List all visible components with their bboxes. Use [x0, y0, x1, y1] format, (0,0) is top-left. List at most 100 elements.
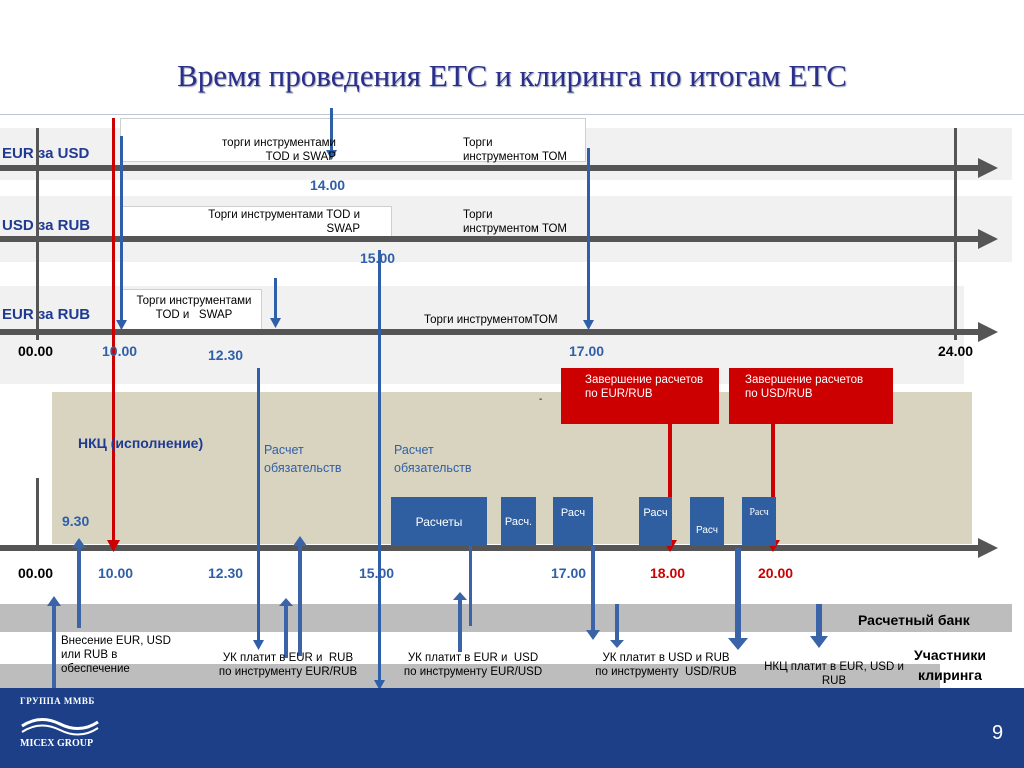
arrow-1930-down-line [735, 548, 741, 640]
eur-rub-trading-box [120, 289, 262, 333]
finish-eur-rub-box: Завершение расчетов по EUR/RUB [561, 368, 719, 424]
top-time-1700: 17.00 [569, 343, 605, 359]
arrow-17-down-head [586, 630, 600, 640]
page-title: Время проведения ЕТС и клиринга по итога… [177, 58, 847, 93]
uk-usd-rub-note: УК платит в USD и RUB по инструменту USD… [595, 652, 737, 678]
blue-17-head [583, 320, 594, 330]
arrow-1930-down-head [728, 638, 748, 650]
label-usd-rub: USD за RUB [2, 217, 91, 234]
uk-eur-usd-note: УК платит в EUR и USD по инструменту EUR… [403, 652, 543, 678]
nkc-label: НКЦ (исполнение) [78, 435, 204, 451]
settlement-box-6: Расч [742, 497, 776, 546]
logo-text-ru: ГРУППА ММВБ [20, 696, 95, 706]
blue-1230-line [274, 278, 277, 322]
eur-usd-tom: Торги инструментом ТОМ [463, 137, 567, 163]
line-24-top [954, 128, 957, 340]
bank-row [0, 604, 1012, 632]
arrow-up-eur-rub-head [279, 598, 293, 606]
arrow-up-1300-line [298, 546, 302, 656]
eur-rub-tom: Торги инструментомТОМ [424, 314, 558, 326]
axis-nkc [0, 545, 980, 551]
blue-15-head [374, 680, 385, 690]
axis-eur-rub-head [978, 322, 998, 342]
settlement-box-5: Расч [690, 497, 724, 546]
line-00-top [36, 128, 39, 340]
arrow-usd-rub-down-head [610, 640, 624, 648]
red-arrow-20-line [771, 422, 775, 544]
page-number: 9 [992, 722, 1004, 744]
blue-1230-head [270, 318, 281, 328]
nkc-pays-note: НКЦ платит в EUR, USD и RUB [764, 661, 904, 687]
axis-eur-usd-head [978, 158, 998, 178]
arrow-up-eur-usd-line [458, 598, 462, 652]
axis-eur-rub [0, 329, 980, 335]
bottom-time-1700: 17.00 [551, 565, 587, 581]
axis-usd-rub [0, 236, 980, 242]
bottom-time-0000: 00.00 [18, 565, 54, 581]
title-rule [0, 114, 1024, 115]
footer-bar [0, 688, 1024, 768]
arrow-up-1300-head [293, 536, 307, 546]
settlement-box-2: Расч. [501, 497, 536, 546]
eur-usd-tod-swap: торги инструментами TOD и SWAP [222, 137, 336, 163]
blue-14-line [330, 108, 333, 154]
timeline-arrows [0, 158, 998, 558]
settlement-box-3: Расч [553, 497, 593, 546]
label-eur-rub: EUR за RUB [2, 306, 91, 323]
label-eur-usd: EUR за USD [2, 145, 90, 162]
deposit-note: Внесение EUR, USD или RUB в обеспечение [61, 635, 171, 675]
bottom-time-1230: 12.30 [208, 565, 244, 581]
bottom-time-1000: 10.00 [98, 565, 134, 581]
settlement-box-4: Расч [639, 497, 672, 546]
top-time-0000: 00.00 [18, 343, 54, 359]
arrow-up-eur-usd-head [453, 592, 467, 600]
dash-mark: - [539, 394, 543, 405]
arrow-usd-rub-down-line [615, 604, 619, 640]
usd-rub-tod-swap: Торги инструментами TOD и SWAP [208, 209, 360, 235]
top-time-1230: 12.30 [208, 347, 244, 363]
calc-obligations-2: Расчет обязательств [394, 443, 472, 475]
time-930: 9.30 [62, 513, 90, 529]
bottom-time-2000: 20.00 [758, 565, 794, 581]
uk-eur-rub-note: УК платит в EUR и RUB по инструменту EUR… [218, 652, 358, 678]
eur-usd-trading-box [120, 118, 586, 162]
time-1500-top: 15.00 [360, 250, 396, 266]
axis-eur-usd [0, 165, 980, 171]
bottom-time-1800: 18.00 [650, 565, 686, 581]
arrow-930-head [72, 538, 86, 548]
time-1400: 14.00 [310, 177, 346, 193]
blue-10-head [116, 320, 127, 330]
blue-1230-long-head [253, 640, 264, 650]
clearing-participants-label: Участники клиринга [914, 647, 986, 683]
arrow-nkc-pay-line [816, 604, 822, 640]
logo-wave-icon [20, 712, 100, 738]
top-time-2400: 24.00 [938, 343, 974, 359]
line-1600 [469, 546, 472, 626]
arrow-17-down-line [591, 546, 595, 630]
finish-usd-rub-box: Завершение расчетов по USD/RUB [729, 368, 893, 424]
calc-obligations-1: Расчет обязательств [264, 443, 342, 475]
blue-10-line [120, 136, 123, 326]
footer-logo: ГРУППА ММВБ MICEX GROUP [20, 696, 110, 756]
top-time-1000: 10.00 [102, 343, 138, 359]
axis-usd-rub-head [978, 229, 998, 249]
red-line-1000-head [107, 540, 120, 552]
eur-rub-tod-swap: Торги инструментами TOD и SWAP [136, 295, 252, 321]
deposit-head [47, 596, 61, 606]
red-line-1000 [112, 118, 115, 546]
participants-row [0, 664, 940, 692]
usd-rub-tom: Торги инструментом ТОМ [463, 209, 567, 235]
logo-text-en: MICEX GROUP [20, 738, 94, 749]
axis-nkc-head [978, 538, 998, 558]
arrow-up-eur-rub-line [284, 606, 288, 658]
blue-1230-long [257, 368, 260, 644]
bottom-time-1500: 15.00 [359, 565, 395, 581]
deposit-line [52, 604, 56, 688]
red-arrow-18-line [668, 422, 672, 544]
settlement-box-1: Расчеты [391, 497, 487, 546]
settlement-bank-label: Расчетный банк [858, 612, 970, 628]
arrow-nkc-pay-head [810, 636, 828, 648]
blue-17-line [587, 148, 590, 326]
line-00-bottom [36, 478, 39, 548]
